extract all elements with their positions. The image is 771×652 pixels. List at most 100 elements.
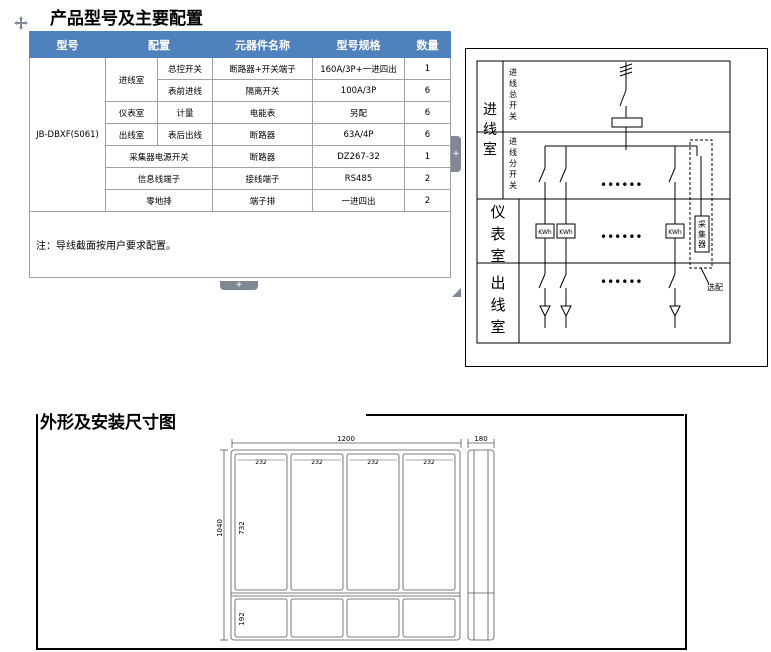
spec-cell: 63A/4P <box>312 123 405 146</box>
meter-label: KWh <box>559 229 573 236</box>
meter-label: KWh <box>538 229 552 236</box>
dots-meter: •••••• <box>600 230 642 244</box>
spec-cell: 一进四出 <box>312 189 405 212</box>
compartment-upper <box>346 453 400 591</box>
compartment-lower <box>402 598 456 638</box>
sub-cell: 表后出线 <box>157 123 213 146</box>
qty-cell: 2 <box>404 189 451 212</box>
dimension-drawing: 232 232 232 232 1200 180 1040 732 192 <box>216 436 495 641</box>
compartment-upper <box>402 453 456 591</box>
dots-out: •••••• <box>600 275 642 289</box>
spec-cell: 100A/3P <box>312 79 405 102</box>
component-cell: 隔离开关 <box>212 79 313 102</box>
config-cell: 零地排 <box>105 189 213 212</box>
section-title-dimensions: 外形及安装尺寸图 <box>40 413 176 433</box>
compartment-lower <box>290 598 344 638</box>
table-row: 采集器电源开关 断路器 DZ267-32 1 <box>30 145 451 168</box>
cabinet-outline <box>230 449 461 641</box>
resize-handle-icon[interactable] <box>452 282 461 297</box>
group-cell: 仪表室 <box>105 101 158 124</box>
spec-cell: 160A/3P+一进四出 <box>312 57 405 80</box>
table-note: 注：导线截面按用户要求配置。 <box>29 211 451 278</box>
compartment-width-label: 232 <box>311 459 323 466</box>
component-cell: 断路器 <box>212 145 313 168</box>
component-cell: 断路器+开关端子 <box>212 57 313 80</box>
qty-cell: 1 <box>404 57 451 80</box>
table-row: 信息线端子 接线端子 RS485 2 <box>30 167 451 190</box>
compartment-width-label: 232 <box>255 459 267 466</box>
section-top-label: 732 <box>238 521 246 534</box>
qty-cell: 6 <box>404 123 451 146</box>
section-label-meter: 仪表室 <box>490 203 505 265</box>
label-branch-switch: 进线分开关 <box>509 137 517 190</box>
branch-switch-blade <box>668 167 676 183</box>
table-row: 仪表室 计量 电能表 另配 6 <box>30 101 451 124</box>
table-header-row: 型号 配置 元器件名称 型号规格 数量 <box>29 31 451 58</box>
section-bottom-label: 192 <box>238 612 246 625</box>
header-spec: 型号规格 <box>312 31 405 58</box>
diagram-frame <box>465 48 768 367</box>
sub-cell: 计量 <box>157 101 213 124</box>
header-model: 型号 <box>29 31 106 58</box>
out-arrow <box>560 305 572 318</box>
branch-switch-blade <box>538 167 546 183</box>
table-row: 零地排 端子排 一进四出 2 <box>30 189 451 212</box>
qty-cell: 2 <box>404 167 451 190</box>
compartments: 232 232 232 232 <box>234 453 456 638</box>
header-config: 配置 <box>105 31 213 58</box>
component-cell: 断路器 <box>212 123 313 146</box>
component-cell: 电能表 <box>212 101 313 124</box>
add-column-handle[interactable]: + <box>451 136 461 172</box>
optional-leader <box>700 267 710 285</box>
wiring-diagram: 进线室 进线总开关 进线分开关 仪表室 出线室 KWh KWh KWh ••••••… <box>465 48 768 367</box>
main-switch-symbol <box>544 62 698 168</box>
section-label-incoming: 进线室 <box>483 102 497 158</box>
out-switch-blade <box>559 273 567 289</box>
qty-cell: 6 <box>404 79 451 102</box>
spec-cell: 另配 <box>312 101 405 124</box>
compartment-width-label: 232 <box>423 459 435 466</box>
meter-label: KWh <box>668 229 682 236</box>
qty-cell: 6 <box>404 101 451 124</box>
collector-box: 采集器 <box>689 139 713 269</box>
move-handle-icon[interactable] <box>14 15 28 30</box>
section-label-outgoing: 出线室 <box>490 274 505 336</box>
section-title-product: 产品型号及主要配置 <box>50 9 203 29</box>
table-row: 注：导线截面按用户要求配置。 <box>29 211 451 278</box>
header-component: 元器件名称 <box>212 31 313 58</box>
compartment-upper <box>234 453 288 591</box>
group-cell: 出线室 <box>105 123 158 146</box>
spec-cell: DZ267-32 <box>312 145 405 168</box>
table-row: 表前进线 隔离开关 100A/3P 6 <box>30 79 451 102</box>
group-cell: 进线室 <box>105 57 158 102</box>
compartment-lower <box>234 598 288 638</box>
model-cell: JB-DBXF(S061) <box>29 57 106 212</box>
out-arrow <box>669 305 681 318</box>
table-row: JB-DBXF(S061) 进线室 总控开关 断路器+开关端子 160A/3P+… <box>29 57 451 212</box>
label-optional: 选配 <box>707 282 723 292</box>
config-cell: 信息线端子 <box>105 167 213 190</box>
config-cell: 采集器电源开关 <box>105 145 213 168</box>
height-label: 1040 <box>216 519 224 537</box>
qty-cell: 1 <box>404 145 451 168</box>
sub-cell: 表前进线 <box>157 79 213 102</box>
out-arrow <box>539 305 551 318</box>
add-row-handle[interactable]: + <box>220 281 258 290</box>
component-cell: 接线端子 <box>212 167 313 190</box>
branch-switch-blade <box>559 167 567 183</box>
out-switch-blade <box>668 273 676 289</box>
label-main-switch: 进线总开关 <box>509 68 517 121</box>
sub-cell: 总控开关 <box>157 57 213 80</box>
spec-table: 型号 配置 元器件名称 型号规格 数量 JB-DBXF(S061) 进线室 总控… <box>29 31 451 278</box>
cabinet-side-outline <box>467 449 495 641</box>
compartment-upper <box>290 453 344 591</box>
depth-label: 180 <box>474 436 487 443</box>
svg-text:采集器: 采集器 <box>698 219 706 249</box>
compartment-lower <box>346 598 400 638</box>
component-cell: 端子排 <box>212 189 313 212</box>
compartment-width-label: 232 <box>367 459 379 466</box>
dots-branch: •••••• <box>600 178 642 192</box>
width-label: 1200 <box>337 436 355 443</box>
spec-cell: RS485 <box>312 167 405 190</box>
branch-circuits: KWh KWh KWh <box>535 167 685 328</box>
